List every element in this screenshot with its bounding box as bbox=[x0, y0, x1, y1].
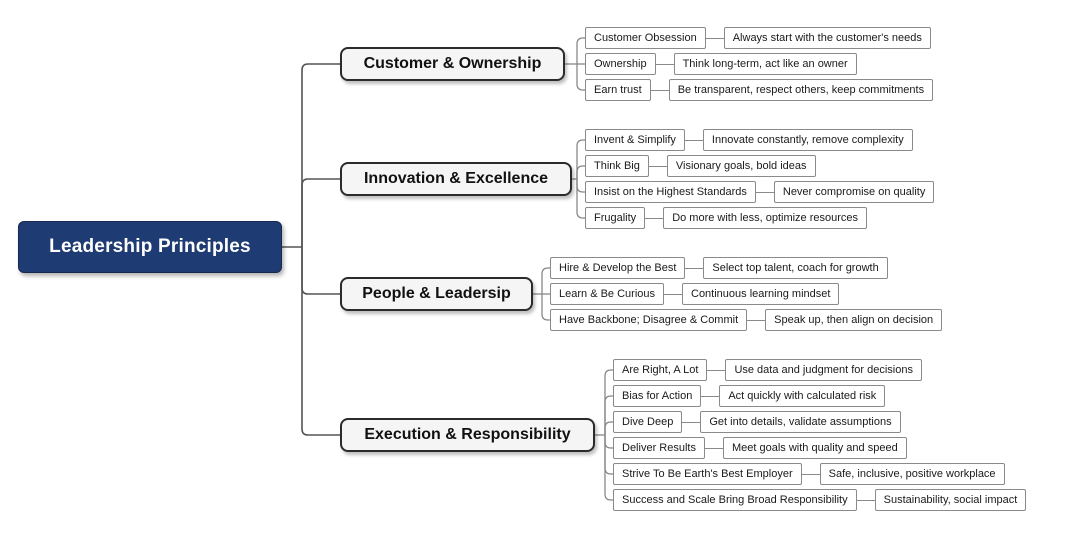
leaf-row: Earn trust Be transparent, respect other… bbox=[585, 79, 934, 101]
leaf-node-deliver-results[interactable]: Deliver Results bbox=[613, 437, 705, 459]
branch-node-execution-responsibility[interactable]: Execution & Responsibility bbox=[340, 418, 595, 452]
branch-node-customer-ownership[interactable]: Customer & Ownership bbox=[340, 47, 565, 81]
branch4-bracket bbox=[595, 369, 613, 501]
leaf-connector bbox=[701, 395, 720, 397]
leaf-row: Invent & Simplify Innovate constantly, r… bbox=[585, 129, 913, 151]
leaf-row: Think Big Visionary goals, bold ideas bbox=[585, 155, 816, 177]
leaf-node-customer-obsession[interactable]: Customer Obsession bbox=[585, 27, 706, 49]
leaf-desc-node[interactable]: Safe, inclusive, positive workplace bbox=[819, 463, 1005, 485]
branch-node-people-leadership[interactable]: People & Leadersip bbox=[340, 277, 533, 311]
leaf-node-dive-deep[interactable]: Dive Deep bbox=[613, 411, 683, 433]
leaf-connector bbox=[655, 63, 674, 65]
leaf-node-think-big[interactable]: Think Big bbox=[585, 155, 649, 177]
leaf-desc-node[interactable]: Select top talent, coach for growth bbox=[703, 257, 888, 279]
leaf-row: Hire & Develop the Best Select top talen… bbox=[550, 257, 888, 279]
leaf-desc-node[interactable]: Think long-term, act like an owner bbox=[673, 53, 857, 75]
leaf-desc-node[interactable]: Do more with less, optimize resources bbox=[663, 207, 868, 229]
branch1-bracket bbox=[565, 37, 585, 91]
root-node-leadership-principles[interactable]: Leadership Principles bbox=[18, 221, 282, 273]
leaf-row: Ownership Think long-term, act like an o… bbox=[585, 53, 857, 75]
leaf-desc-node[interactable]: Speak up, then align on decision bbox=[765, 309, 943, 331]
leaf-row: Success and Scale Bring Broad Responsibi… bbox=[613, 489, 1027, 511]
leaf-desc-node[interactable]: Sustainability, social impact bbox=[874, 489, 1027, 511]
leaf-desc-node[interactable]: Meet goals with quality and speed bbox=[722, 437, 907, 459]
leaf-row: Frugality Do more with less, optimize re… bbox=[585, 207, 868, 229]
leaf-node-have-backbone[interactable]: Have Backbone; Disagree & Commit bbox=[550, 309, 748, 331]
leaf-node-success-scale-responsibility[interactable]: Success and Scale Bring Broad Responsibi… bbox=[613, 489, 857, 511]
leaf-row: Bias for Action Act quickly with calcula… bbox=[613, 385, 886, 407]
leaf-connector bbox=[705, 37, 724, 39]
leaf-node-ownership[interactable]: Ownership bbox=[585, 53, 656, 75]
leaf-connector bbox=[650, 89, 669, 91]
leaf-row: Learn & Be Curious Continuous learning m… bbox=[550, 283, 840, 305]
leaf-connector bbox=[648, 165, 667, 167]
leaf-desc-node[interactable]: Always start with the customer's needs bbox=[723, 27, 931, 49]
leaf-row: Have Backbone; Disagree & Commit Speak u… bbox=[550, 309, 943, 331]
leaf-desc-node[interactable]: Never compromise on quality bbox=[773, 181, 935, 203]
leaf-desc-node[interactable]: Visionary goals, bold ideas bbox=[666, 155, 816, 177]
branch3-bracket bbox=[533, 267, 550, 321]
leaf-node-hire-develop-best[interactable]: Hire & Develop the Best bbox=[550, 257, 686, 279]
leaf-node-earths-best-employer[interactable]: Strive To Be Earth's Best Employer bbox=[613, 463, 802, 485]
leaf-row: Insist on the Highest Standards Never co… bbox=[585, 181, 935, 203]
leaf-node-learn-be-curious[interactable]: Learn & Be Curious bbox=[550, 283, 664, 305]
leaf-desc-node[interactable]: Be transparent, respect others, keep com… bbox=[668, 79, 934, 101]
branch2-bracket bbox=[572, 139, 585, 219]
leaf-connector bbox=[682, 421, 701, 423]
leaf-connector bbox=[707, 369, 726, 371]
leaf-connector bbox=[755, 191, 774, 193]
leaf-desc-node[interactable]: Use data and judgment for decisions bbox=[725, 359, 922, 381]
leaf-desc-node[interactable]: Get into details, validate assumptions bbox=[700, 411, 901, 433]
leaf-node-bias-for-action[interactable]: Bias for Action bbox=[613, 385, 702, 407]
leaf-row: Customer Obsession Always start with the… bbox=[585, 27, 931, 49]
leaf-desc-node[interactable]: Innovate constantly, remove complexity bbox=[702, 129, 913, 151]
leaf-connector bbox=[645, 217, 664, 219]
leaf-connector bbox=[704, 447, 723, 449]
leaf-connector bbox=[664, 293, 682, 295]
leaf-row: Strive To Be Earth's Best Employer Safe,… bbox=[613, 463, 1005, 485]
leaf-connector bbox=[801, 473, 820, 475]
leaf-row: Are Right, A Lot Use data and judgment f… bbox=[613, 359, 922, 381]
leaf-desc-node[interactable]: Act quickly with calculated risk bbox=[719, 385, 886, 407]
trunk-connectors bbox=[282, 63, 340, 436]
leaf-node-highest-standards[interactable]: Insist on the Highest Standards bbox=[585, 181, 756, 203]
leaf-connector bbox=[856, 499, 875, 501]
leaf-desc-node[interactable]: Continuous learning mindset bbox=[682, 283, 840, 305]
leaf-connector bbox=[747, 319, 766, 321]
branch-node-innovation-excellence[interactable]: Innovation & Excellence bbox=[340, 162, 572, 196]
leaf-node-earn-trust[interactable]: Earn trust bbox=[585, 79, 651, 101]
leaf-connector bbox=[684, 139, 703, 141]
leaf-row: Deliver Results Meet goals with quality … bbox=[613, 437, 907, 459]
leaf-node-are-right-a-lot[interactable]: Are Right, A Lot bbox=[613, 359, 708, 381]
leaf-row: Dive Deep Get into details, validate ass… bbox=[613, 411, 901, 433]
leaf-node-frugality[interactable]: Frugality bbox=[585, 207, 646, 229]
leaf-node-invent-simplify[interactable]: Invent & Simplify bbox=[585, 129, 685, 151]
leaf-connector bbox=[685, 267, 704, 269]
